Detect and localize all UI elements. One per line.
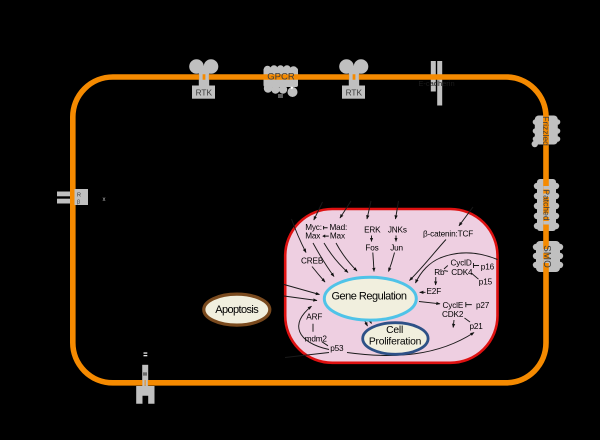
svg-text:Myc:: Myc:	[305, 223, 322, 232]
svg-text:Max: Max	[330, 232, 345, 241]
svg-text:Patched: Patched	[542, 189, 552, 220]
svg-text:Mad:: Mad:	[330, 223, 348, 232]
svg-text:R: R	[77, 193, 81, 199]
svg-text:Max: Max	[305, 232, 320, 241]
svg-text:p16: p16	[481, 262, 495, 271]
svg-text:CyclD: CyclD	[451, 259, 472, 268]
svg-text:SMO: SMO	[541, 245, 552, 268]
svg-text:E2F: E2F	[427, 287, 442, 296]
svg-text:CyclE: CyclE	[443, 301, 464, 310]
svg-text:p21: p21	[470, 322, 484, 331]
svg-text:CDK4: CDK4	[451, 268, 473, 277]
svg-text:JNKs: JNKs	[388, 226, 407, 235]
svg-text:Fos: Fos	[365, 243, 378, 252]
svg-text:RTK: RTK	[196, 88, 213, 98]
svg-text:p15: p15	[479, 278, 493, 287]
svg-text:Apoptosis: Apoptosis	[215, 304, 259, 316]
svg-text:Jun: Jun	[390, 243, 403, 252]
svg-text:Rb: Rb	[434, 268, 445, 277]
svg-text:Gene Regulation: Gene Regulation	[331, 291, 406, 303]
svg-text:ARF: ARF	[306, 313, 322, 322]
svg-text:Cell: Cell	[386, 325, 403, 336]
svg-text:Proliferation: Proliferation	[369, 337, 422, 348]
svg-text:CREB: CREB	[301, 256, 324, 265]
svg-text:E-cadherin: E-cadherin	[418, 79, 454, 88]
svg-text:x: x	[103, 197, 106, 203]
svg-text:mdm2: mdm2	[305, 335, 328, 344]
svg-text:β-catenin:TCF: β-catenin:TCF	[423, 230, 473, 239]
svg-text:ERK: ERK	[364, 226, 381, 235]
svg-text:β: β	[77, 200, 80, 206]
svg-text:CDK2: CDK2	[442, 310, 464, 319]
svg-text:GPCR: GPCR	[267, 72, 295, 83]
svg-text:p27: p27	[476, 301, 490, 310]
svg-text:RTK: RTK	[346, 88, 363, 98]
svg-text:p53: p53	[330, 344, 344, 353]
svg-text:Frizzled: Frizzled	[541, 116, 551, 146]
